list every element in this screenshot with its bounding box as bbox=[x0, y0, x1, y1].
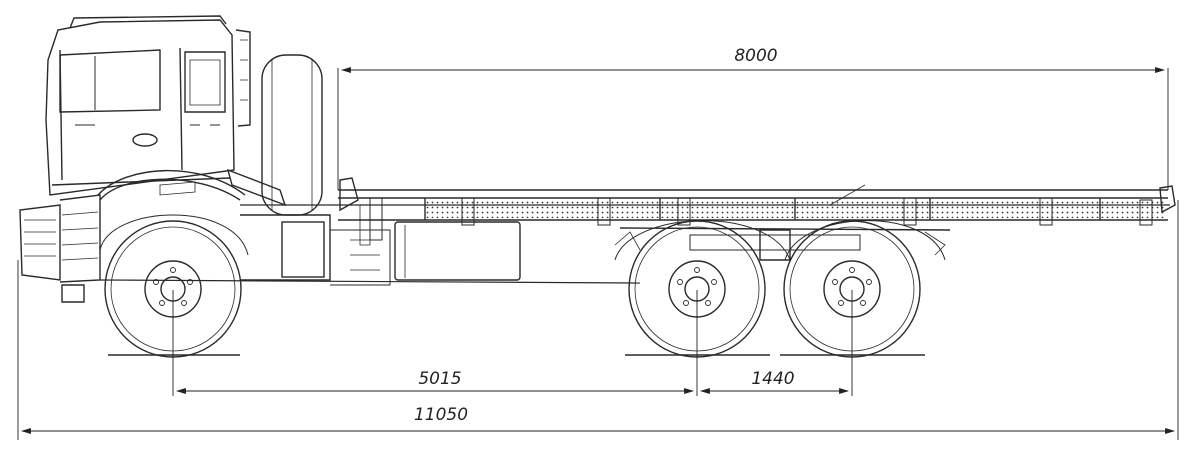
front-fender bbox=[99, 214, 249, 256]
platform-brackets bbox=[369, 197, 1153, 241]
rear-suspension bbox=[689, 229, 861, 261]
spare-wheel bbox=[226, 54, 323, 216]
cab bbox=[45, 15, 251, 196]
dim-label-platform-length: 8000 bbox=[734, 46, 777, 66]
dim-label-overall-length: 11050 bbox=[414, 405, 468, 425]
rear-wheel-1 bbox=[625, 220, 770, 358]
dim-label-wheelbase: 5015 bbox=[418, 369, 461, 389]
cargo-platform bbox=[338, 177, 1176, 241]
dim-label-rear-axle-spacing: 1440 bbox=[751, 369, 794, 389]
rear-fender-2 bbox=[784, 220, 946, 261]
chassis-components bbox=[240, 204, 521, 286]
rear-fender-1 bbox=[614, 220, 791, 261]
wheel-bolts bbox=[153, 267, 872, 306]
rear-wheel-2 bbox=[780, 220, 925, 358]
front-end bbox=[19, 169, 246, 303]
